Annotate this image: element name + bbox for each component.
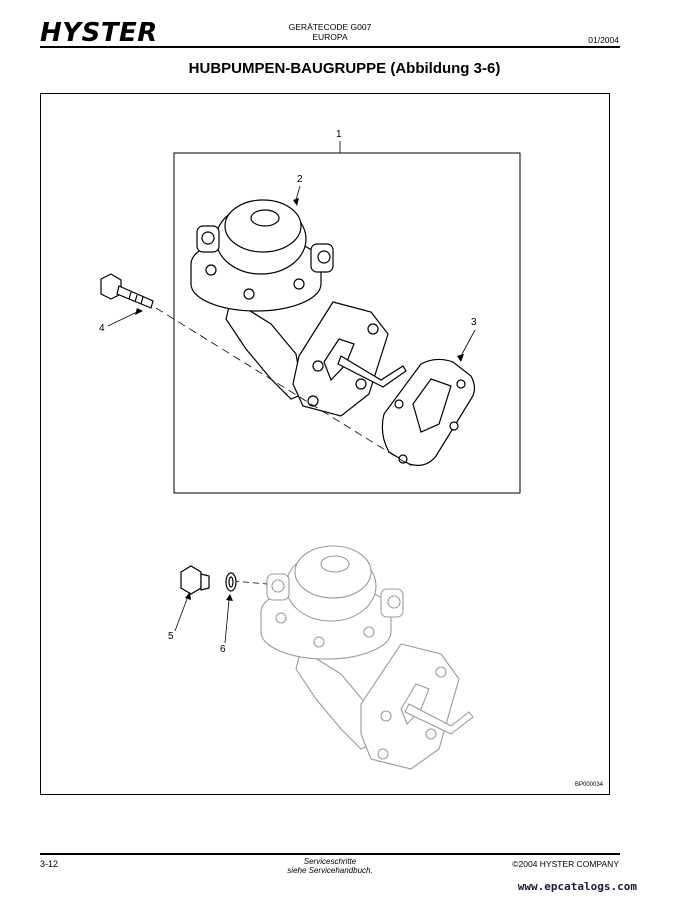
footer-note: Serviceschritte siehe Servicehandbuch. — [260, 857, 400, 875]
callout-1: 1 — [336, 129, 342, 140]
gasket — [381, 358, 476, 466]
footer-note-line2: siehe Servicehandbuch. — [287, 866, 373, 875]
footer-note-line1: Serviceschritte — [303, 857, 357, 866]
page-number: 3-12 — [40, 859, 59, 869]
detail-box — [173, 152, 521, 494]
header-divider — [40, 46, 620, 48]
figure-frame: 1 — [40, 93, 610, 795]
figure-code: BP000034 — [574, 782, 603, 788]
copyright: ©2004 HYSTER COMPANY — [512, 859, 619, 869]
plug — [180, 565, 210, 595]
callout-4: 4 — [99, 323, 105, 334]
equipment-code: GERÄTECODE G007 EUROPA — [280, 22, 380, 42]
lift-pump-upper — [190, 199, 407, 417]
callout-6: 6 — [220, 644, 226, 655]
callout-2: 2 — [297, 174, 303, 185]
callout-5: 5 — [168, 631, 174, 642]
washer — [225, 572, 237, 592]
page-title: HUBPUMPEN-BAUGRUPPE (Abbildung 3-6) — [188, 60, 501, 77]
header-date: 01/2004 — [588, 35, 619, 45]
equipment-code-line1: GERÄTECODE G007 — [288, 22, 372, 32]
callout-3: 3 — [471, 317, 477, 328]
equipment-code-line2: EUROPA — [312, 32, 348, 42]
watermark-link[interactable]: www.epcatalogs.com — [517, 880, 637, 893]
hyster-logo: HYSTER — [40, 18, 158, 48]
lift-pump-lower — [260, 545, 474, 770]
bolt — [100, 273, 154, 309]
pump-illustration: 1 — [99, 129, 521, 770]
footer-divider — [40, 853, 620, 855]
